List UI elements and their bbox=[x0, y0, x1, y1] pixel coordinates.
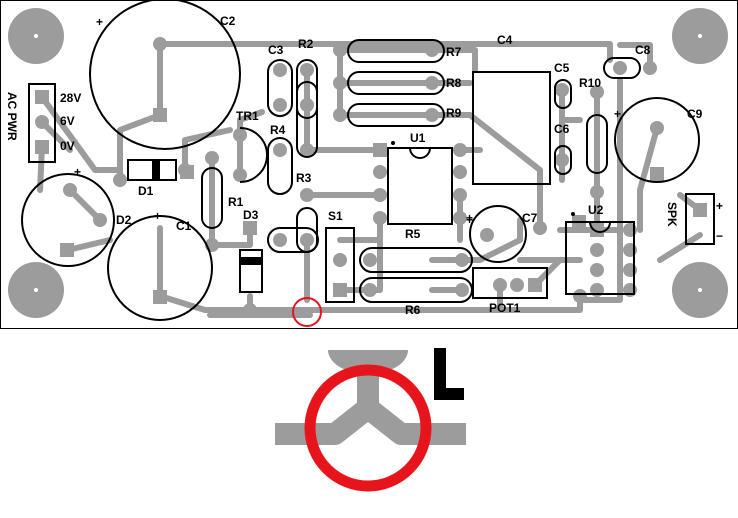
switch-s1-outline bbox=[325, 227, 355, 303]
component-outlines bbox=[21, 0, 715, 321]
highlight-circle-board bbox=[292, 297, 322, 327]
label-r2: R2 bbox=[298, 37, 314, 51]
label-r1: R1 bbox=[228, 195, 244, 209]
label-c7: C7 bbox=[522, 211, 538, 225]
label-r5: R5 bbox=[405, 227, 421, 241]
label-spk: SPK bbox=[665, 202, 679, 227]
label-d3: D3 bbox=[243, 208, 259, 222]
label-r10: R10 bbox=[579, 76, 601, 90]
label-tr1: TR1 bbox=[236, 109, 259, 123]
label-r3: R3 bbox=[296, 171, 312, 185]
component-labels: C2 + AC PWR 28V 6V 0V C3 R2 R7 C4 C8 R8 … bbox=[5, 14, 723, 317]
label-r7: R7 bbox=[446, 45, 462, 59]
label-pot1: POT1 bbox=[489, 301, 521, 315]
label-plus-d2: + bbox=[74, 165, 81, 179]
label-c8: C8 bbox=[635, 43, 651, 57]
capacitor-c1-outline bbox=[107, 215, 213, 321]
diode-bridge-d2-outline bbox=[21, 173, 115, 267]
label-c2: C2 bbox=[220, 14, 236, 28]
label-plus-c9: + bbox=[614, 107, 621, 121]
speaker-connector-outline bbox=[685, 193, 715, 245]
capacitor-c7-outline bbox=[469, 205, 527, 263]
board-outline bbox=[0, 0, 738, 329]
label-spk-minus: − bbox=[716, 229, 723, 243]
zoom-silkscreen-mark bbox=[434, 348, 446, 400]
label-u2: U2 bbox=[588, 203, 604, 217]
label-plus-u1: + bbox=[466, 213, 473, 227]
label-r4: R4 bbox=[270, 123, 286, 137]
label-u1: U1 bbox=[410, 131, 426, 145]
capacitor-c2-outline bbox=[89, 0, 241, 150]
label-r6: R6 bbox=[405, 303, 421, 317]
label-c1: C1 bbox=[176, 219, 192, 233]
magnified-detail-view bbox=[275, 348, 466, 492]
relay-outline bbox=[472, 71, 551, 185]
label-d2: D2 bbox=[116, 213, 132, 227]
label-c9: C9 bbox=[687, 107, 703, 121]
ic-u1-outline bbox=[387, 147, 453, 225]
label-plus-c2: + bbox=[96, 15, 103, 29]
label-6v: 6V bbox=[60, 114, 75, 128]
label-r8: R8 bbox=[446, 76, 462, 90]
label-0v: 0V bbox=[60, 139, 75, 153]
highlight-circle-zoom bbox=[304, 364, 432, 492]
ac-power-connector-outline bbox=[28, 83, 56, 163]
label-c5: C5 bbox=[554, 61, 570, 75]
capacitor-c9-outline bbox=[614, 97, 700, 183]
label-d1: D1 bbox=[138, 184, 154, 198]
label-spk-plus: + bbox=[716, 199, 723, 213]
label-plus-c7: + bbox=[466, 211, 473, 225]
label-plus-c1: + bbox=[154, 209, 161, 223]
label-s1: S1 bbox=[328, 209, 343, 223]
label-ac-pwr: AC PWR bbox=[5, 92, 19, 141]
label-r9: R9 bbox=[446, 106, 462, 120]
label-c4: C4 bbox=[497, 33, 513, 47]
diode-d3-outline bbox=[239, 249, 263, 293]
label-28v: 28V bbox=[60, 91, 81, 105]
ic-u2-outline bbox=[565, 221, 635, 295]
label-c6: C6 bbox=[554, 122, 570, 136]
pcb-board-view: C2 + AC PWR 28V 6V 0V C3 R2 R7 C4 C8 R8 … bbox=[0, 0, 738, 329]
pot1-outline bbox=[472, 267, 548, 299]
label-c3: C3 bbox=[268, 43, 284, 57]
